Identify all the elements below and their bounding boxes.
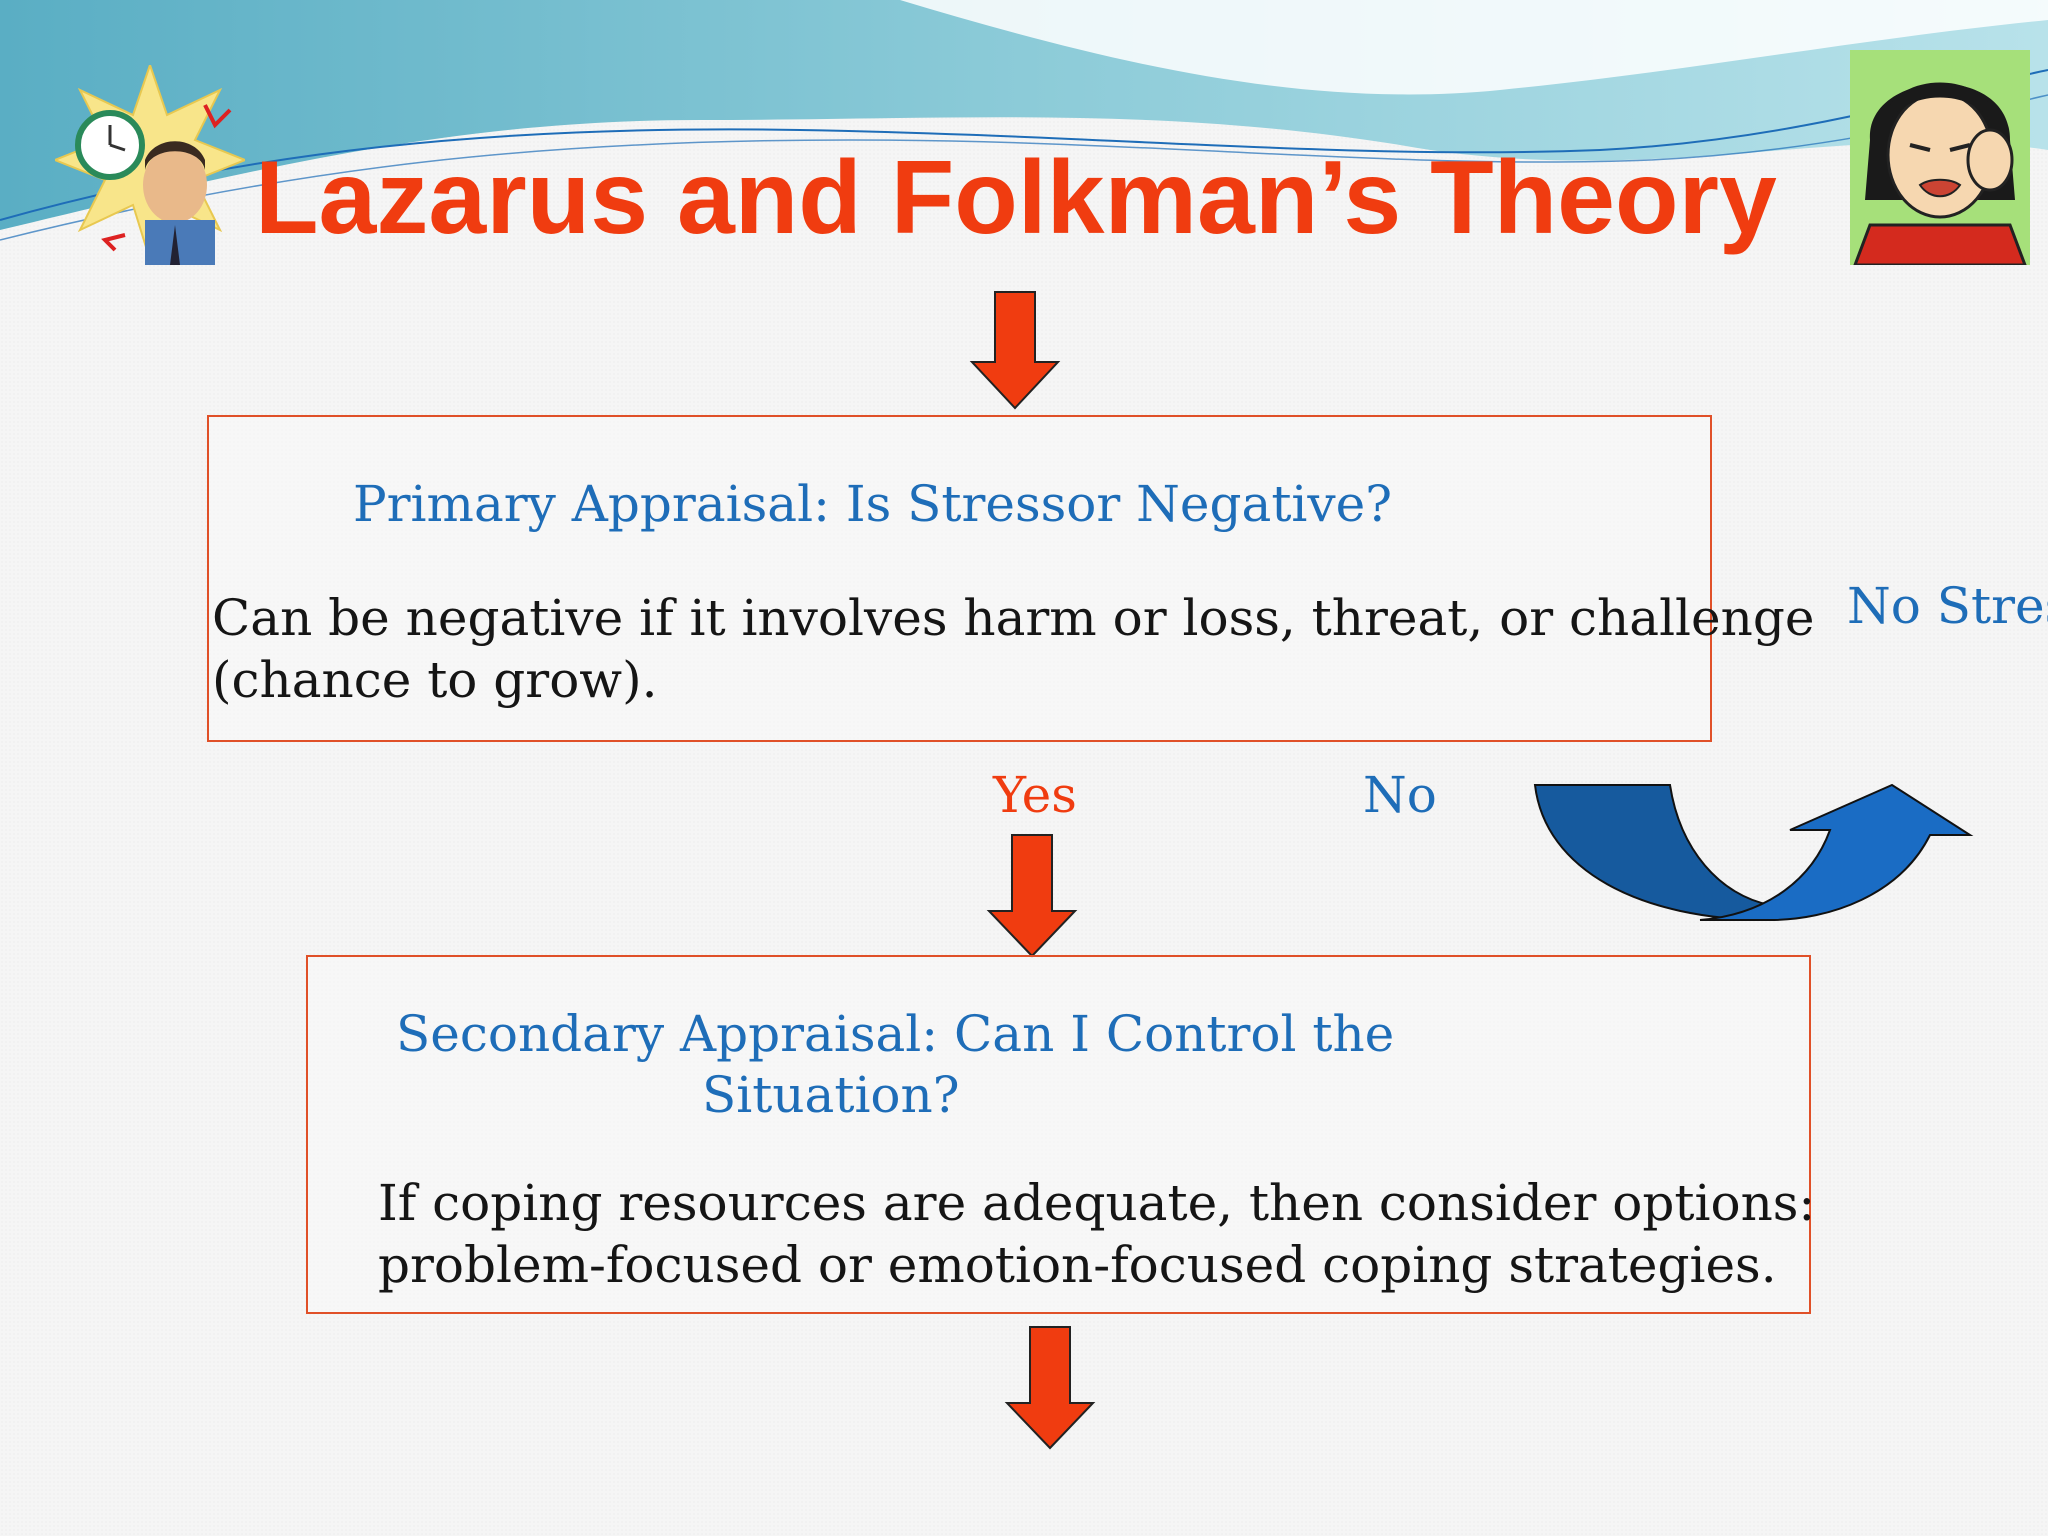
slide-title: Lazarus and Folkman’s Theory [255, 140, 1777, 256]
headache-woman-illustration [1850, 50, 2030, 265]
header-wave-decoration [0, 0, 2048, 241]
secondary-appraisal-heading-line2: Situation? [702, 1066, 960, 1124]
secondary-appraisal-body-line1: If coping resources are adequate, then c… [378, 1174, 1816, 1232]
primary-appraisal-body-line2: (chance to grow). [212, 651, 658, 709]
yes-label: Yes [993, 766, 1077, 824]
no-stress-label: No Stress [1847, 577, 2048, 635]
curved-arrow-no-stress [1533, 783, 1974, 922]
primary-appraisal-body-line1: Can be negative if it involves harm or l… [212, 589, 1815, 647]
secondary-appraisal-body-line2: problem-focused or emotion-focused copin… [378, 1236, 1777, 1294]
down-arrow-1 [969, 291, 1061, 410]
down-arrow-2 [986, 834, 1078, 958]
secondary-appraisal-box [306, 955, 1811, 1314]
no-label: No [1363, 766, 1437, 824]
primary-appraisal-heading: Primary Appraisal: Is Stressor Negative? [353, 475, 1393, 533]
primary-appraisal-box [207, 415, 1712, 742]
stressed-man-illustration [55, 65, 245, 265]
no-stress-clip: No Stress [1845, 575, 2048, 645]
secondary-appraisal-heading-line1: Secondary Appraisal: Can I Control the [396, 1005, 1395, 1063]
down-arrow-3 [1004, 1326, 1096, 1450]
